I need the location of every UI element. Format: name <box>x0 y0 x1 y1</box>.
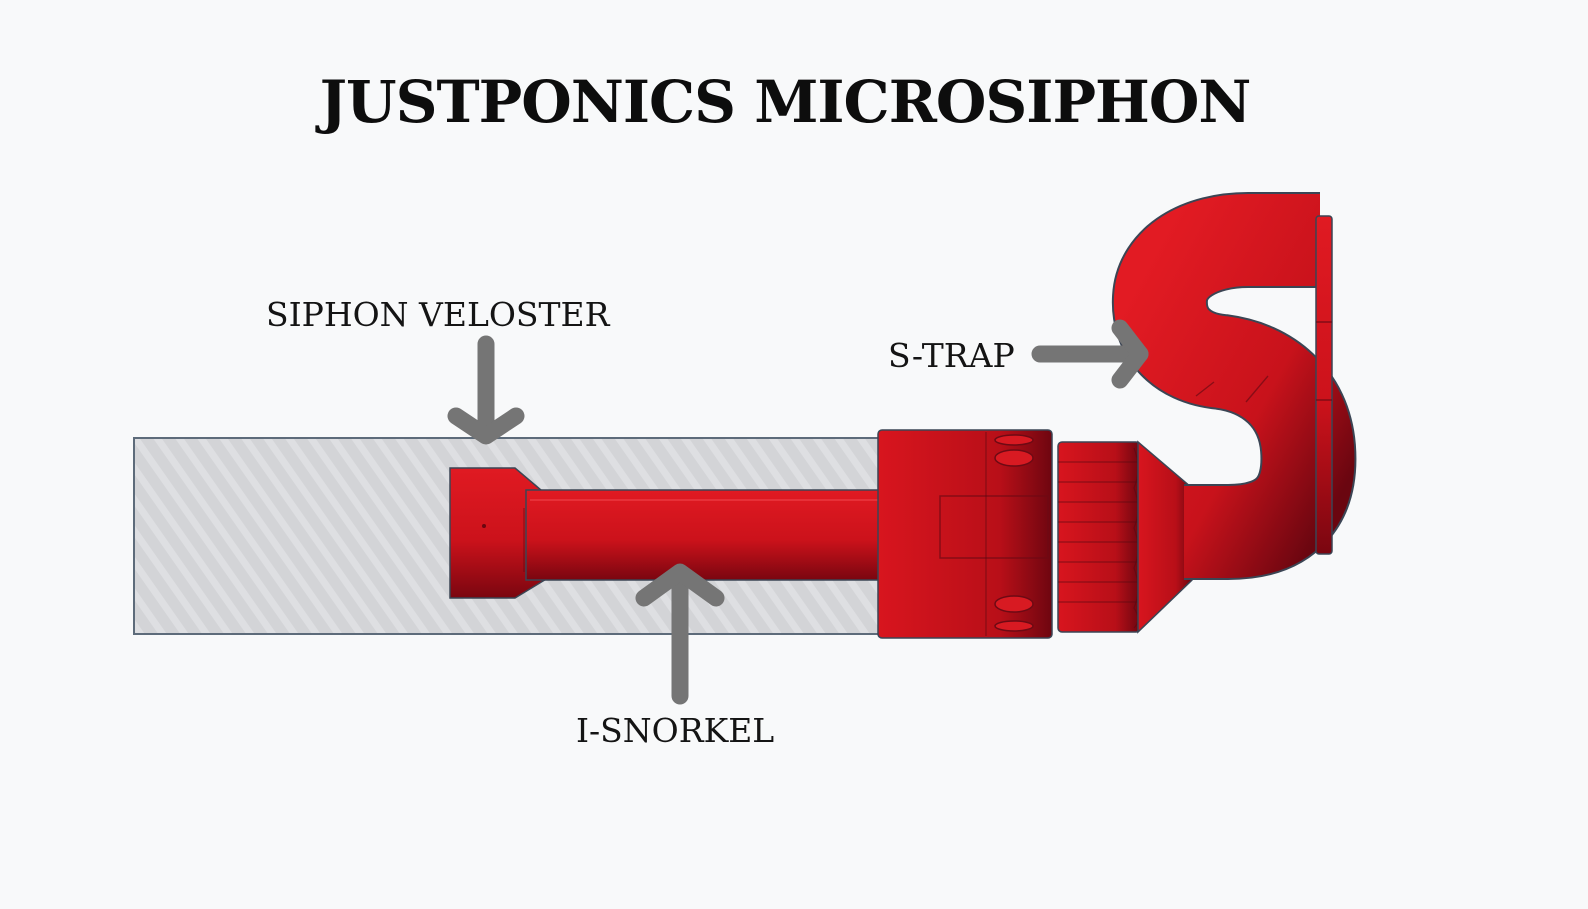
bulkhead-body <box>877 429 1053 639</box>
s-trap-label: S-TRAP <box>888 336 1015 375</box>
diagram-title: JUSTPONICS MICROSIPHON <box>315 68 1251 136</box>
siphon-veloster-label: SIPHON VELOSTER <box>266 295 611 334</box>
s-trap-tube <box>1113 194 1355 578</box>
i-snorkel-arrow <box>635 563 725 705</box>
locknut <box>1057 441 1141 633</box>
bulkhead-hole <box>994 620 1034 632</box>
s-trap-flange <box>1315 215 1333 555</box>
i-snorkel-pipe <box>525 489 885 581</box>
bulkhead-slot <box>939 495 1049 559</box>
s-trap-seam <box>1195 381 1215 397</box>
bulkhead-hole <box>994 434 1034 446</box>
i-snorkel-label: I-SNORKEL <box>576 711 774 750</box>
bulkhead-hole <box>994 595 1034 613</box>
bulkhead-hole <box>994 449 1034 467</box>
s-trap-seam <box>1245 375 1269 403</box>
s-trap-arrow <box>1031 319 1149 389</box>
reducer-cone <box>1137 440 1193 634</box>
siphon-veloster-arrow <box>447 335 525 445</box>
veloster-pin <box>482 524 486 528</box>
